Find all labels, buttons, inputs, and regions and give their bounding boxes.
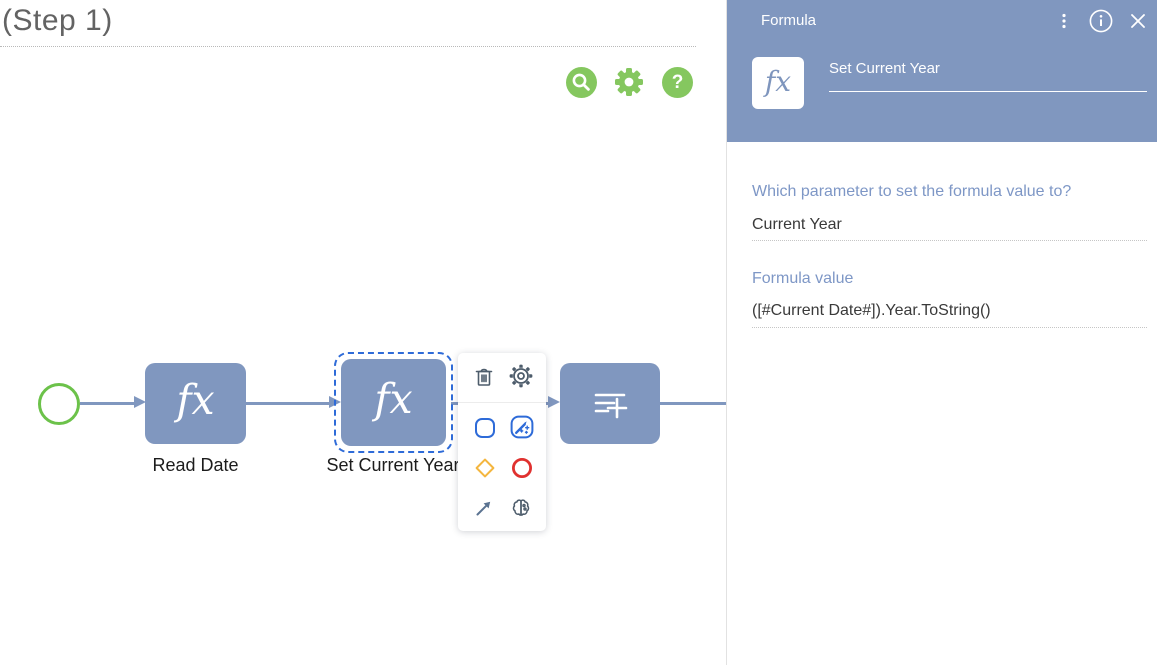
rounded-square-icon [475, 418, 495, 438]
magic-wand-button[interactable] [509, 414, 535, 440]
flow-canvas[interactable]: (Step 1) ? [0, 0, 726, 665]
field-underline [752, 327, 1147, 328]
step-name-input[interactable]: Set Current Year [829, 60, 1147, 92]
step-settings-button[interactable] [508, 363, 534, 389]
add-link-button[interactable] [471, 495, 497, 521]
diamond-icon [475, 458, 495, 478]
fx-icon: fx [176, 376, 215, 424]
connector [80, 402, 135, 405]
delete-button[interactable] [471, 364, 497, 390]
node-label-read-date: Read Date [152, 455, 239, 475]
page-title: (Step 1) [0, 2, 696, 47]
brain-icon [512, 499, 530, 516]
parameter-field-label: Which parameter to set the formula value… [752, 183, 1072, 200]
menu-divider [458, 402, 546, 403]
panel-close-button[interactable] [1125, 8, 1151, 34]
close-icon [1131, 14, 1145, 28]
settings-button[interactable] [612, 65, 646, 99]
magic-wand-icon [510, 415, 534, 439]
info-icon [1089, 9, 1113, 33]
intelligence-button[interactable] [508, 495, 534, 521]
panel-menu-button[interactable] [1051, 8, 1077, 34]
add-end-button[interactable] [509, 455, 535, 481]
fx-icon: fx [764, 64, 792, 98]
formula-field-label: Formula value [752, 270, 854, 287]
step-node-read-date[interactable]: fx [145, 363, 246, 444]
node-context-menu [458, 353, 546, 531]
gear-icon [615, 68, 643, 96]
field-underline [752, 240, 1147, 241]
panel-header: Formula fx Set Current Year [727, 0, 1157, 142]
properties-panel: Formula fx Set Current Year Which p [726, 0, 1157, 665]
connector-arrowhead [548, 396, 560, 408]
search-icon [572, 73, 590, 91]
connector [246, 402, 330, 405]
step-type-badge: fx [752, 57, 804, 109]
connector-arrowhead [134, 396, 146, 408]
panel-title: Formula [761, 12, 817, 29]
parameter-field-value[interactable]: Current Year [752, 216, 842, 233]
start-node[interactable] [38, 383, 80, 425]
add-step-node[interactable] [560, 363, 660, 444]
arrow-icon [476, 501, 491, 516]
help-button[interactable]: ? [662, 67, 693, 98]
kebab-menu-icon [1062, 13, 1066, 29]
gear-icon [509, 364, 533, 388]
panel-info-button[interactable] [1088, 8, 1114, 34]
step-node-set-current-year[interactable]: fx [341, 359, 446, 446]
fx-icon: fx [374, 375, 413, 423]
formula-field-value[interactable]: ([#Current Date#]).Year.ToString() [752, 302, 991, 319]
add-step-icon [594, 393, 628, 418]
connector [660, 402, 726, 405]
add-decision-button[interactable] [472, 455, 498, 481]
search-button[interactable] [566, 67, 597, 98]
node-label-set-current-year: Set Current Year [326, 455, 460, 475]
help-icon: ? [671, 71, 684, 93]
end-circle-icon [511, 457, 533, 479]
selection-outline [334, 352, 453, 453]
trash-icon [475, 368, 493, 386]
add-step-shape-button[interactable] [472, 415, 498, 441]
